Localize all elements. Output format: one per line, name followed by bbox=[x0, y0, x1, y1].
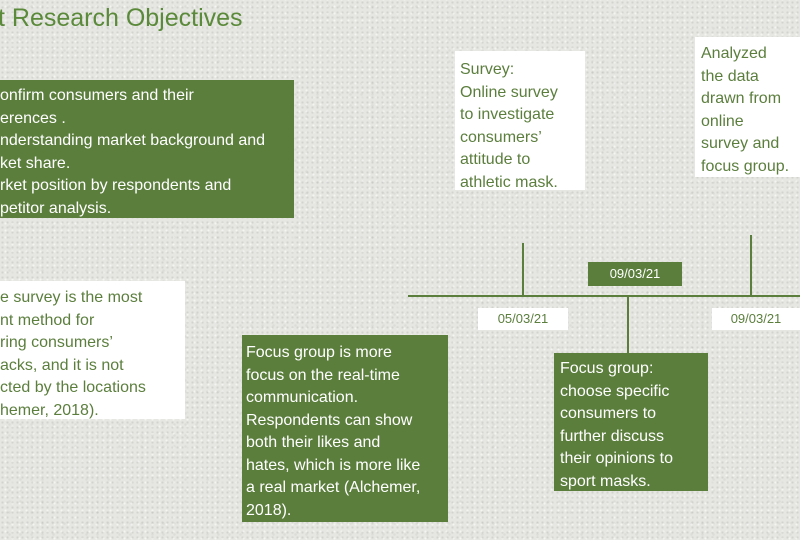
focus-note-line: focus on the real-time bbox=[246, 366, 400, 384]
focus-note-line: Focus group is more bbox=[246, 344, 392, 361]
analysis-event-line: focus group. bbox=[701, 157, 790, 175]
analysis-event-line: the data bbox=[701, 67, 759, 85]
survey-note-line: ring consumers’ bbox=[0, 334, 113, 351]
survey-note-line: nt method for bbox=[0, 311, 95, 329]
timeline-analysis-box: Analyzed the data drawn from online surv… bbox=[695, 37, 800, 177]
survey-event-line: Online survey bbox=[460, 83, 558, 101]
focus-note-line: a real market (Alchemer, bbox=[246, 479, 421, 496]
survey-note-line: cted by the locations bbox=[0, 379, 146, 396]
survey-event-line: attitude to bbox=[460, 151, 531, 168]
focus-group-event-line: choose specific bbox=[560, 382, 670, 400]
objectives-line: rket position by respondents and bbox=[0, 177, 232, 194]
timeline-connector-survey bbox=[522, 243, 524, 296]
objectives-line: petitor analysis. bbox=[0, 199, 112, 217]
survey-note-line: hemer, 2018). bbox=[0, 401, 99, 419]
page-title: t Research Objectives bbox=[0, 4, 243, 32]
analysis-event-line: drawn from bbox=[701, 90, 782, 107]
focus-note-line: communication. bbox=[246, 389, 359, 406]
survey-event-line: athletic mask. bbox=[460, 173, 558, 191]
timeline-survey-box: Survey: Online survey to investigate con… bbox=[455, 51, 585, 191]
focus-group-event-line: Focus group: bbox=[560, 360, 654, 377]
analysis-event-line: survey and bbox=[701, 135, 780, 152]
objectives-line: onfirm consumers and their bbox=[0, 87, 194, 104]
focus-group-note: Focus group is more focus on the real-ti… bbox=[242, 335, 448, 522]
timeline-axis bbox=[408, 295, 800, 297]
survey-note-line: e survey is the most bbox=[0, 289, 143, 306]
objectives-line: erences . bbox=[0, 109, 66, 127]
survey-event-line: to investigate bbox=[460, 106, 555, 123]
survey-method-note: e survey is the most nt method for ring … bbox=[0, 281, 185, 419]
focus-group-event-line: consumers to bbox=[560, 405, 657, 422]
date-label-survey: 05/03/21 bbox=[478, 308, 568, 330]
survey-event-line: consumers’ bbox=[460, 128, 542, 146]
focus-note-line: both their likes and bbox=[246, 434, 381, 451]
focus-group-event-line: sport masks. bbox=[560, 472, 651, 490]
date-label-analysis: 09/03/21 bbox=[712, 308, 800, 330]
analysis-event-line: Analyzed bbox=[701, 45, 767, 62]
objectives-line: nderstanding market background and bbox=[0, 132, 266, 149]
focus-note-line: 2018). bbox=[246, 501, 292, 519]
survey-event-line: Survey: bbox=[460, 61, 515, 78]
timeline-connector-analysis bbox=[750, 235, 752, 296]
timeline-focus-group-box: Focus group: choose specific consumers t… bbox=[554, 353, 708, 491]
focus-group-event-line: further discuss bbox=[560, 427, 665, 445]
date-label-focus-group: 09/03/21 bbox=[588, 262, 682, 286]
analysis-event-line: online bbox=[701, 112, 744, 130]
objectives-line: ket share. bbox=[0, 154, 71, 172]
survey-note-line: acks, and it is not bbox=[0, 356, 124, 374]
focus-note-line: hates, which is more like bbox=[246, 456, 421, 474]
focus-note-line: Respondents can show bbox=[246, 411, 413, 429]
objectives-box: onfirm consumers and their erences . nde… bbox=[0, 80, 294, 218]
focus-group-event-line: their opinions to bbox=[560, 450, 673, 467]
timeline-connector-focus-group bbox=[627, 296, 629, 354]
